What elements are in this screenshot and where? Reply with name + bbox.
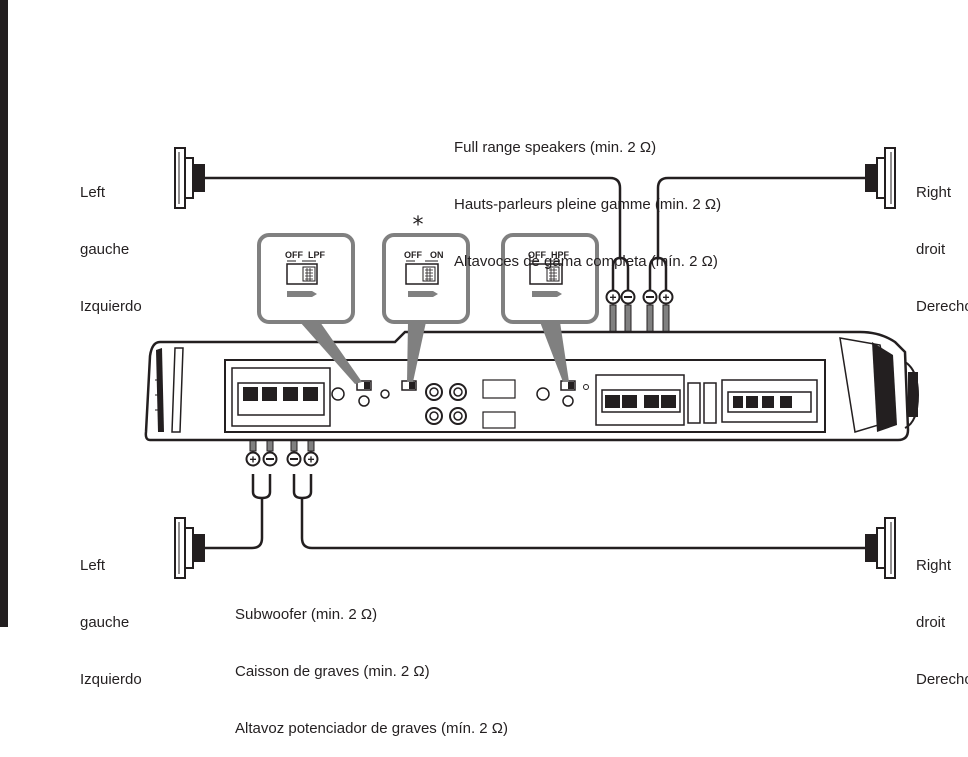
switch-lpf-off-label: OFF <box>285 250 303 260</box>
page-edge-bar <box>0 0 8 627</box>
subwoofer-label: Subwoofer (min. 2 Ω) Caisson de graves (… <box>235 567 508 757</box>
left-bottom-fr: gauche <box>80 614 130 631</box>
bottom-polarity-markers: + + <box>245 451 319 467</box>
right-bottom-en: Right <box>916 557 952 574</box>
svg-text:+: + <box>307 453 314 467</box>
switch-on-off-label: OFF <box>404 250 422 260</box>
svg-text:+: + <box>609 291 616 305</box>
switch-callout-hpf: OFF HPF <box>501 233 599 324</box>
right-bottom-label: Right droit Derecho <box>916 518 968 708</box>
svg-text:+: + <box>662 291 669 305</box>
full-range-line-en: Full range speakers (min. 2 Ω) <box>454 139 657 156</box>
right-top-es: Derecho <box>916 298 968 315</box>
switch-hpf-off-label: OFF <box>528 250 546 260</box>
asterisk-mark: * <box>413 213 424 238</box>
switch-lpf-on-label: LPF <box>308 250 326 260</box>
left-top-en: Left <box>80 184 106 201</box>
right-top-fr: droit <box>916 241 946 258</box>
subwoofer-line-fr: Caisson de graves (min. 2 Ω) <box>235 663 430 680</box>
right-bottom-es: Derecho <box>916 671 968 688</box>
left-bottom-en: Left <box>80 557 106 574</box>
speaker-bottom-right <box>864 517 896 579</box>
left-top-label: Left gauche Izquierdo <box>80 145 142 335</box>
switch-on-on-label: ON <box>430 250 444 260</box>
left-bottom-es: Izquierdo <box>80 671 142 688</box>
bottom-left-wire <box>205 474 272 550</box>
bottom-right-wire <box>292 474 865 550</box>
left-bottom-label: Left gauche Izquierdo <box>80 518 142 708</box>
top-right-wire <box>656 176 865 258</box>
switch-callout-lpf: OFF LPF <box>257 233 355 324</box>
subwoofer-line-en: Subwoofer (min. 2 Ω) <box>235 606 378 623</box>
full-range-line-es: Altavoces de gama completa (mín. 2 Ω) <box>454 253 718 270</box>
left-top-fr: gauche <box>80 241 130 258</box>
amplifier <box>144 330 920 442</box>
speaker-bottom-left <box>174 517 206 579</box>
svg-text:+: + <box>249 453 256 467</box>
top-polarity-markers: + + <box>605 289 674 305</box>
full-range-label: Full range speakers (min. 2 Ω) Hauts-par… <box>454 100 721 290</box>
right-bottom-fr: droit <box>916 614 946 631</box>
speaker-top-left <box>174 147 206 209</box>
subwoofer-line-es: Altavoz potenciador de graves (mín. 2 Ω) <box>235 720 509 737</box>
switch-callout-pointers <box>300 322 569 384</box>
right-top-en: Right <box>916 184 952 201</box>
switch-callout-on: OFF ON <box>382 233 470 324</box>
left-top-es: Izquierdo <box>80 298 142 315</box>
top-left-wire <box>205 176 622 258</box>
right-top-label: Right droit Derecho <box>916 145 968 335</box>
switch-hpf-on-label: HPF <box>551 250 570 260</box>
wiring-diagram: + + + + <box>144 147 920 579</box>
top-terminal-loops <box>611 256 668 292</box>
full-range-line-fr: Hauts-parleurs pleine gamme (min. 2 Ω) <box>454 196 722 213</box>
speaker-top-right <box>864 147 896 209</box>
